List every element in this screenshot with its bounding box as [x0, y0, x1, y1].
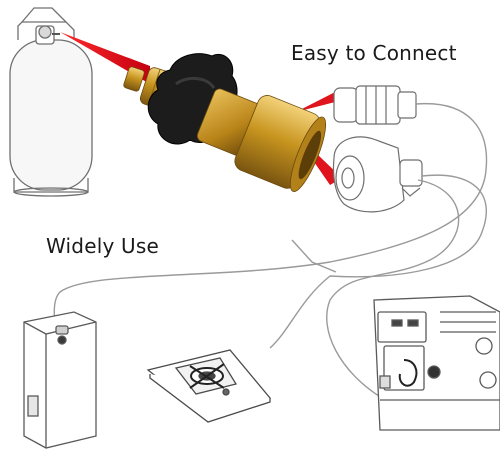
camping-stove-icon [148, 350, 270, 422]
brass-adapter-icon [123, 54, 332, 195]
water-heater-icon [24, 312, 96, 448]
widely-use-label: Widely Use [46, 234, 159, 258]
hose-connector-icon [333, 86, 422, 212]
propane-tank-icon [10, 8, 92, 196]
bbq-grill-icon [374, 296, 500, 430]
easy-to-connect-label: Easy to Connect [291, 41, 457, 65]
